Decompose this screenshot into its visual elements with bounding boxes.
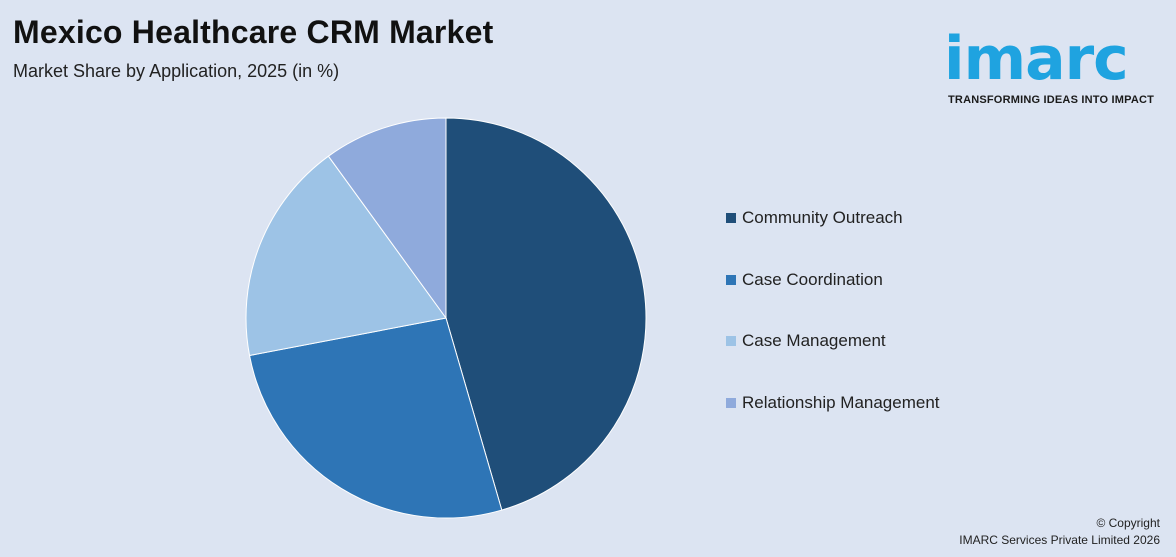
chart-subtitle: Market Share by Application, 2025 (in %) [13, 61, 340, 81]
legend-swatch [726, 397, 736, 408]
legend-swatch [726, 336, 736, 346]
legend-swatch [726, 274, 736, 285]
legend-label: Community Outreach [742, 208, 903, 227]
copyright-line-2: IMARC Services Private Limited 2026 [959, 533, 1160, 547]
pie-slice-relationship-management [327, 117, 447, 320]
chart-title: Mexico Healthcare CRM Market [13, 14, 494, 50]
legend-label: Case Coordination [742, 269, 883, 289]
copyright-line-1: © Copyright [1096, 516, 1160, 530]
imarc-logo: imarc TRANSFORMING IDEAS INTO IMPACT [944, 10, 1172, 110]
legend-swatch [726, 213, 736, 223]
legend-item-relationship-management: Relationship Management [726, 391, 1026, 415]
legend-label: Relationship Management [742, 392, 940, 412]
legend-item-community-outreach: Community Outreach [726, 206, 1026, 230]
pie-slice-case-management [245, 155, 447, 357]
legend-item-case-coordination: Case Coordination [726, 268, 1026, 292]
pie-slice-case-coordination [248, 317, 503, 519]
logo-wordmark: imarc [944, 24, 1129, 94]
pie-slice-community-outreach [445, 117, 647, 511]
logo-tagline: TRANSFORMING IDEAS INTO IMPACT [948, 94, 1155, 106]
legend-item-case-management: Case Management [726, 329, 1026, 353]
legend-label: Case Management [742, 331, 886, 350]
copyright-notice: © Copyright IMARC Services Private Limit… [959, 515, 1160, 549]
